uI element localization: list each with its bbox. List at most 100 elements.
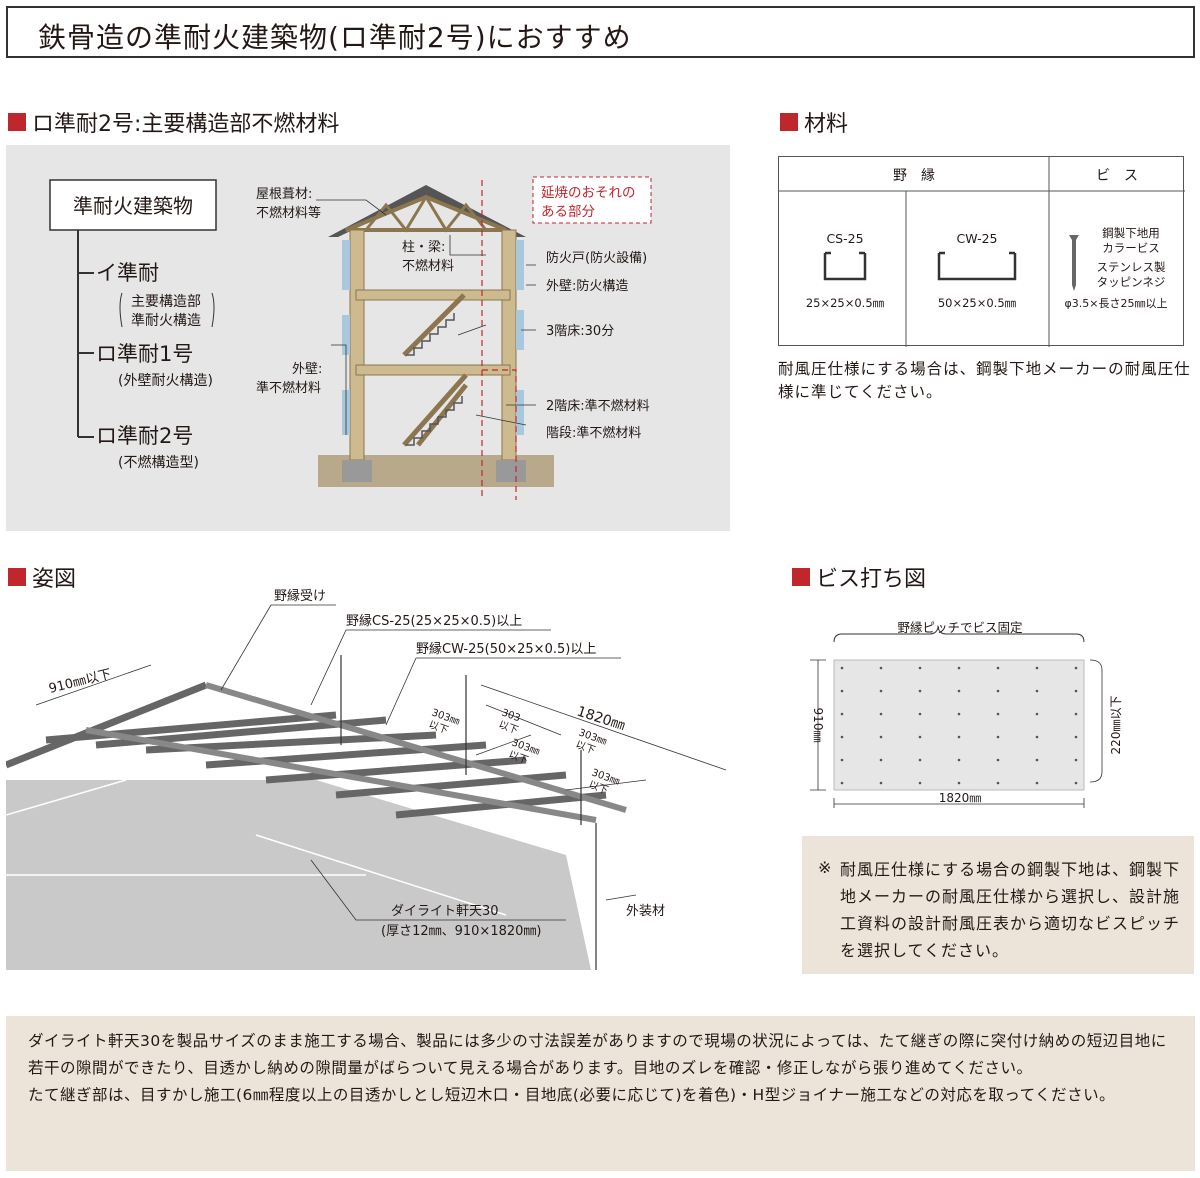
furring-cs: [6, 681, 607, 819]
section-heading-ro2: ロ準耐2号:主要構造部不燃材料: [8, 108, 340, 137]
screw-point: [996, 712, 1000, 716]
label-910: 910㎜以下: [47, 667, 113, 697]
screw-point: [957, 712, 961, 716]
cs25-size: 25×25×0.5㎜: [806, 296, 885, 310]
tree-ro1: ロ準耐1号: [96, 342, 193, 366]
truss: [345, 194, 507, 232]
screw-point: [840, 712, 844, 716]
tree-ro2-sub: (不燃構造型): [118, 454, 199, 471]
tree-lines: [77, 230, 94, 438]
furring-receiver: [85, 682, 627, 823]
label-floor3: 3階床:30分: [546, 324, 614, 339]
tree-i: イ準耐: [96, 261, 159, 285]
board: [833, 659, 1085, 791]
cw25-name: CW-25: [957, 231, 998, 246]
screw-point: [879, 712, 883, 716]
screw-desc-1: 鋼製下地用: [1102, 226, 1160, 240]
screw-point: [1074, 781, 1078, 785]
screw-desc-4: タッピンネジ: [1097, 275, 1166, 289]
screw-size: φ3.5×長さ25㎜以上: [1065, 297, 1168, 310]
screw-desc-2: カラービス: [1102, 241, 1160, 255]
screw-point: [1035, 735, 1039, 739]
label-door: 防火戸(防火設備): [546, 250, 647, 266]
section-heading-screw-layout: ビス打ち図: [792, 563, 926, 592]
board-dimension-lines: [810, 659, 1103, 808]
screw-desc-3: ステンレス製: [1097, 260, 1166, 274]
screw-point: [996, 689, 1000, 693]
wind-pressure-note: ※ 耐風圧仕様にする場合の鋼製下地は、鋼製下地メーカーの耐風圧仕様から選択し、設…: [802, 836, 1194, 974]
screw-point: [996, 666, 1000, 670]
screw-point: [840, 689, 844, 693]
label-stairs: 階段:準不燃材料: [546, 425, 641, 441]
leader-lines: [316, 199, 536, 435]
dimension-lines: [35, 664, 727, 921]
section-heading-materials: 材料: [780, 108, 848, 137]
section-heading-label: ロ準耐2号:主要構造部不燃材料: [32, 112, 340, 137]
cs25-name: CS-25: [826, 231, 863, 246]
table-header-screw: ビ ス: [1096, 168, 1138, 184]
right-column: [501, 229, 517, 461]
screw-point: [957, 735, 961, 739]
screw-point: [1074, 712, 1078, 716]
label-receiver: 野縁受け: [274, 588, 326, 604]
cw25-profile-icon: [937, 251, 1017, 281]
note-mark: ※: [818, 858, 832, 877]
label-cw25: 野縁CW-25(50×25×0.5)以上: [416, 641, 596, 657]
label-910: 910㎜: [811, 708, 825, 743]
label-1820: 1820㎜: [939, 791, 982, 805]
screw-icon: [1069, 235, 1079, 291]
red-square-icon: [780, 113, 798, 131]
label-outer-wall-right: 外壁:防火構造: [546, 278, 628, 294]
label-pillar-1: 柱・梁:: [402, 240, 445, 255]
screw-point: [879, 689, 883, 693]
screw-point: [1035, 666, 1039, 670]
label-roof-2: 不燃材料等: [256, 205, 321, 221]
tree-root: 準耐火建築物: [73, 194, 193, 218]
page-title-box: 鉄骨造の準耐火建築物(ロ準耐2号)におすすめ: [6, 6, 1195, 58]
screw-point: [957, 781, 961, 785]
tree-i-sub1: 主要構造部: [131, 294, 201, 310]
screw-point: [840, 735, 844, 739]
screw-point: [879, 758, 883, 762]
cs25-profile-icon: [823, 251, 867, 281]
label-roof-1: 屋根葺材:: [256, 187, 312, 202]
label-product: ダイライト軒天30: [391, 904, 499, 919]
screw-point: [840, 758, 844, 762]
classification-diagram: 準耐火建築物 イ準耐 主要構造部 準耐火構造 ロ準耐1号 (外壁耐火構造) ロ準…: [49, 176, 652, 500]
materials-table-drawing: 野 縁 ビ ス CS-25 25×25×0.5㎜ CW-25 50×25×0.5…: [779, 157, 1185, 347]
screw-point: [840, 781, 844, 785]
screw-point: [996, 735, 1000, 739]
label-outer-wall-left-2: 準不燃材料: [256, 380, 321, 396]
materials-table: 野 縁 ビ ス CS-25 25×25×0.5㎜ CW-25 50×25×0.5…: [778, 156, 1185, 347]
note-text: 耐風圧仕様にする場合の鋼製下地は、鋼製下地メーカーの耐風圧仕様から選択し、設計施…: [840, 860, 1181, 960]
screw-point: [918, 689, 922, 693]
screw-point: [1035, 781, 1039, 785]
tree-i-sub2: 準耐火構造: [131, 313, 201, 329]
left-column: [349, 229, 365, 461]
cw25-size: 50×25×0.5㎜: [938, 296, 1017, 310]
page-title: 鉄骨造の準耐火建築物(ロ準耐2号)におすすめ: [38, 21, 632, 54]
board-joints: [6, 779, 507, 916]
label-220: 220㎜以下: [1109, 696, 1123, 755]
screw-point: [918, 758, 922, 762]
screw-point: [1074, 666, 1078, 670]
screw-point: [957, 666, 961, 670]
screw-point: [918, 735, 922, 739]
pitch-brace-icon: [833, 626, 1085, 643]
section-heading-perspective: 姿図: [8, 563, 77, 592]
screw-point: [1035, 712, 1039, 716]
screw-point: [879, 735, 883, 739]
building-classification-panel: 準耐火建築物 イ準耐 主要構造部 準耐火構造 ロ準耐1号 (外壁耐火構造) ロ準…: [6, 145, 730, 531]
tree-ro1-sub: (外壁耐火構造): [118, 373, 213, 389]
window-icon: [342, 240, 350, 290]
red-square-icon: [8, 113, 26, 131]
screw-point: [879, 666, 883, 670]
stairs: [406, 313, 463, 446]
stair-stringers: [402, 293, 468, 447]
fire-risk-box: [532, 176, 652, 224]
label-fire-1: 延焼のおそれの: [541, 185, 636, 201]
floor3-beam: [355, 289, 511, 301]
screw-point: [1035, 689, 1039, 693]
section-heading-label: 姿図: [32, 567, 77, 592]
hangers: [340, 655, 597, 970]
